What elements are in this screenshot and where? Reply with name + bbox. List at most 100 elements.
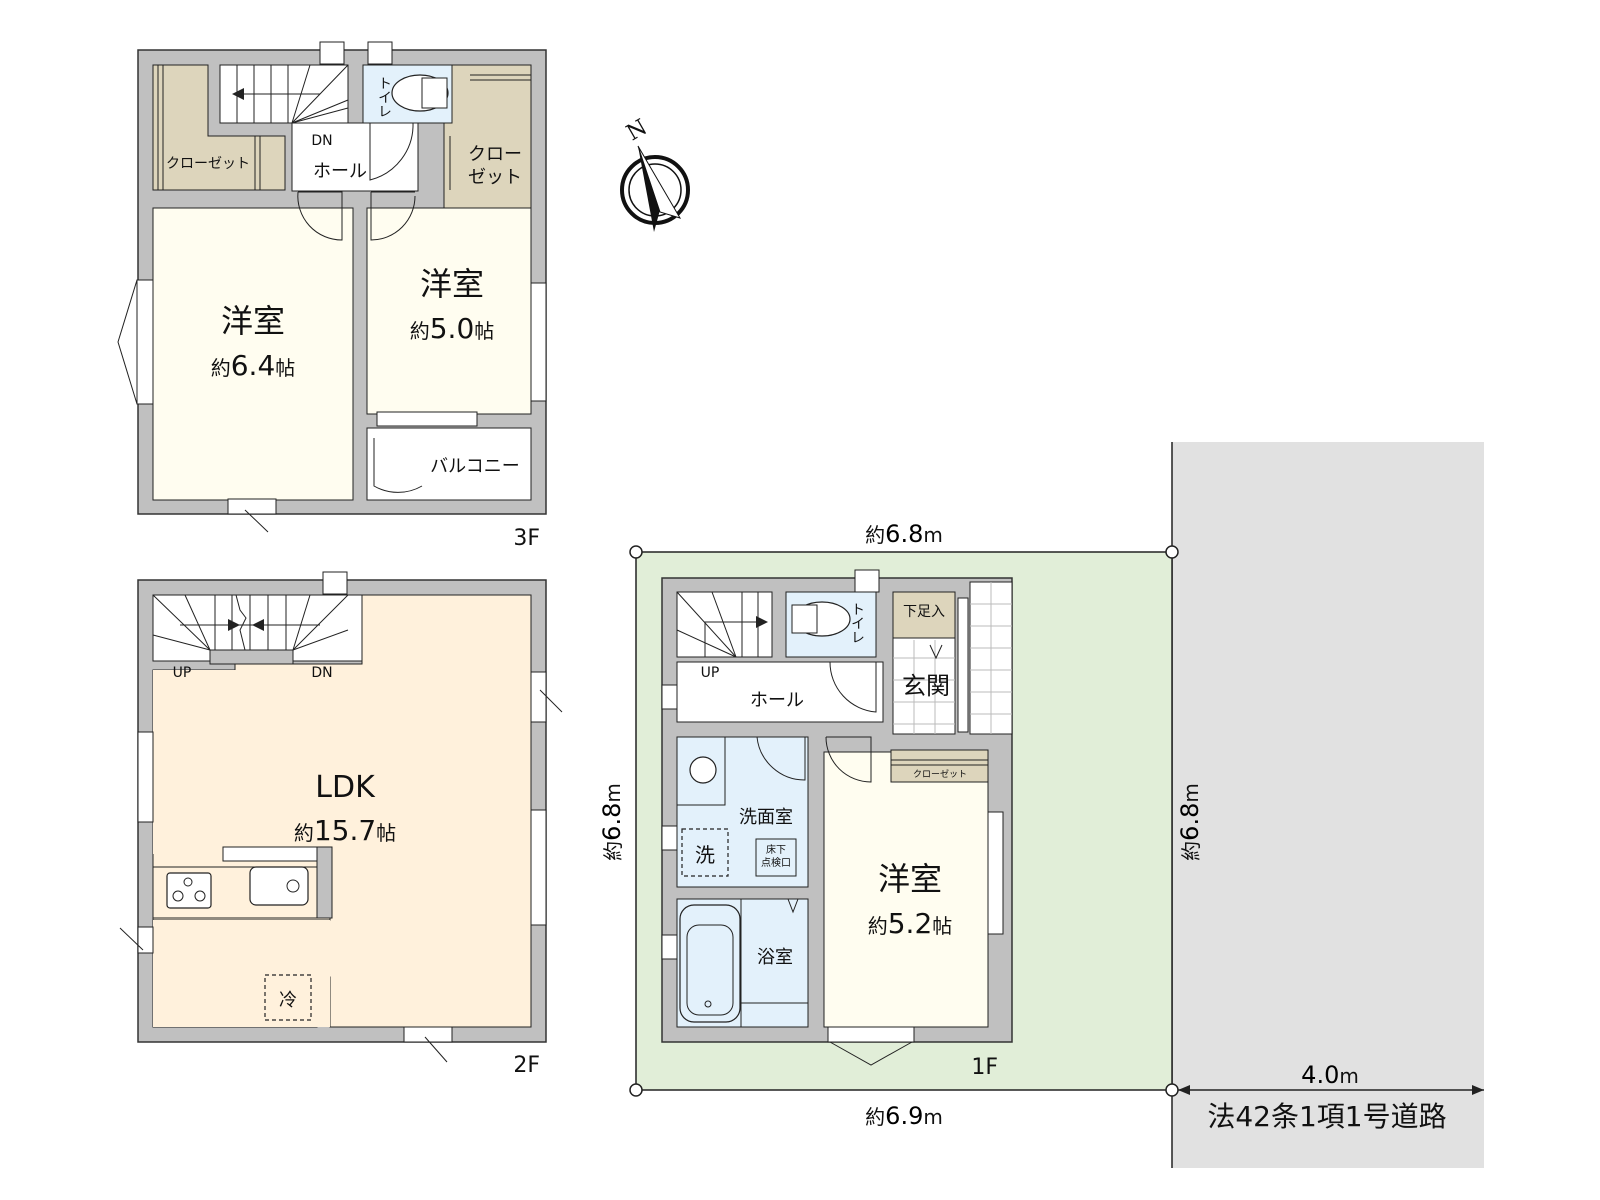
sink-icon [249, 866, 309, 906]
road-width-label: 4.0m [1301, 1061, 1359, 1089]
hall-3f [291, 122, 419, 192]
door-swing [369, 122, 414, 181]
washer-label: 洗 [695, 843, 715, 867]
road-type-label: 法42条1項1号道路 [1207, 1100, 1446, 1133]
site-corner-marker [1165, 545, 1179, 559]
site-right-dimension: 約6.8m [1176, 783, 1204, 861]
washroom-label: 洗面室 [739, 807, 793, 828]
window [661, 934, 678, 960]
door-swing [756, 736, 806, 781]
entrance-door [957, 597, 969, 733]
fridge-label: 冷 [279, 990, 297, 1011]
site-top-dimension: 約6.8m [865, 520, 943, 548]
floor-label-1f: 1F [971, 1055, 998, 1080]
room-area: 約5.2帖 [868, 907, 953, 940]
hall-1f [676, 661, 884, 723]
room-name: 洋室 [221, 302, 285, 340]
entrance-label: 玄関 [902, 672, 950, 700]
hinge-mark [787, 898, 799, 914]
stair-arrow-icon [228, 619, 240, 631]
closet-1f [890, 749, 989, 783]
road-width-dimension [1178, 1085, 1484, 1095]
fridge-space [264, 974, 312, 1021]
room-name: 洋室 [878, 860, 942, 898]
bathroom-label: 浴室 [757, 947, 793, 968]
window [530, 282, 547, 402]
stair-arrow-icon [756, 616, 768, 628]
bay-window [117, 279, 138, 405]
site-corner-marker [629, 1083, 643, 1097]
washer-space [681, 828, 729, 877]
vent [854, 569, 880, 593]
road-area [1171, 442, 1484, 1168]
room-area: 約5.0帖 [410, 312, 495, 345]
site-left-dimension: 約6.8m [598, 783, 626, 861]
site-bottom-dimension: 約6.9m [865, 1102, 943, 1130]
floor-2f [119, 571, 563, 1063]
window [661, 684, 678, 710]
sink-icon [689, 756, 717, 784]
window [136, 279, 154, 405]
door-swing [370, 191, 416, 241]
underfloor-hatch [755, 838, 797, 877]
door-swing [373, 438, 423, 493]
closet-left [152, 64, 286, 191]
vent [322, 571, 348, 595]
vent [367, 41, 393, 65]
site-corner-marker [629, 545, 643, 559]
shoe-box [892, 591, 956, 639]
shoe-box-label: 下足入 [903, 604, 945, 620]
stair-direction: UP [701, 665, 720, 681]
arrow-left-icon [1178, 1085, 1190, 1095]
toilet-label: トイレ [849, 602, 865, 644]
room-west-6.4 [152, 207, 354, 501]
balcony [366, 427, 532, 501]
window [137, 926, 154, 954]
floor-label-2f: 2F [513, 1053, 540, 1078]
site-corner-marker [1165, 1083, 1179, 1097]
closet-label: クローゼット [166, 156, 250, 172]
vent [319, 41, 345, 65]
bathtub-icon [679, 904, 741, 1023]
room-name: 洋室 [420, 265, 484, 303]
stair-direction: DN [311, 665, 332, 681]
window [827, 1026, 915, 1043]
sliding-door [376, 411, 478, 427]
window [530, 671, 547, 723]
door-swing [829, 661, 877, 713]
window [403, 1026, 453, 1043]
stair-arrow-icon [252, 619, 264, 631]
closet-label: ゼット [468, 167, 522, 188]
bay-window [829, 1041, 913, 1066]
arrow-right-icon [1472, 1085, 1484, 1095]
window [987, 811, 1004, 935]
hall-label: ホール [750, 690, 804, 711]
toilet-tank-icon [421, 77, 448, 109]
window [661, 825, 678, 851]
room-east-5.0 [366, 207, 532, 415]
underfloor-label: 床下 [766, 843, 786, 856]
floor-1f [661, 569, 1013, 1066]
closet-label: クローゼット [913, 768, 967, 780]
stair-direction: DN [311, 133, 332, 149]
floor-3f [117, 41, 547, 533]
floor-label-3f: 3F [513, 526, 540, 551]
closet-right [443, 64, 532, 209]
stair-direction: UP [173, 665, 192, 681]
underfloor-label: 点検口 [761, 856, 791, 869]
room-area: 約6.4帖 [211, 349, 296, 382]
toilet-tank-icon [791, 604, 818, 634]
window [137, 731, 154, 823]
door-swing [297, 191, 343, 241]
compass-north-label: N [623, 115, 652, 146]
window [227, 498, 277, 515]
hall-label: ホール [313, 161, 367, 182]
room-west-5.2 [823, 751, 989, 1028]
toilet-label: トイレ [376, 76, 392, 118]
room-name: LDK [315, 770, 376, 805]
hinge-mark [929, 644, 943, 660]
room-area: 約15.7帖 [294, 814, 396, 847]
door-swing [825, 736, 872, 783]
compass-north-icon [620, 145, 690, 232]
